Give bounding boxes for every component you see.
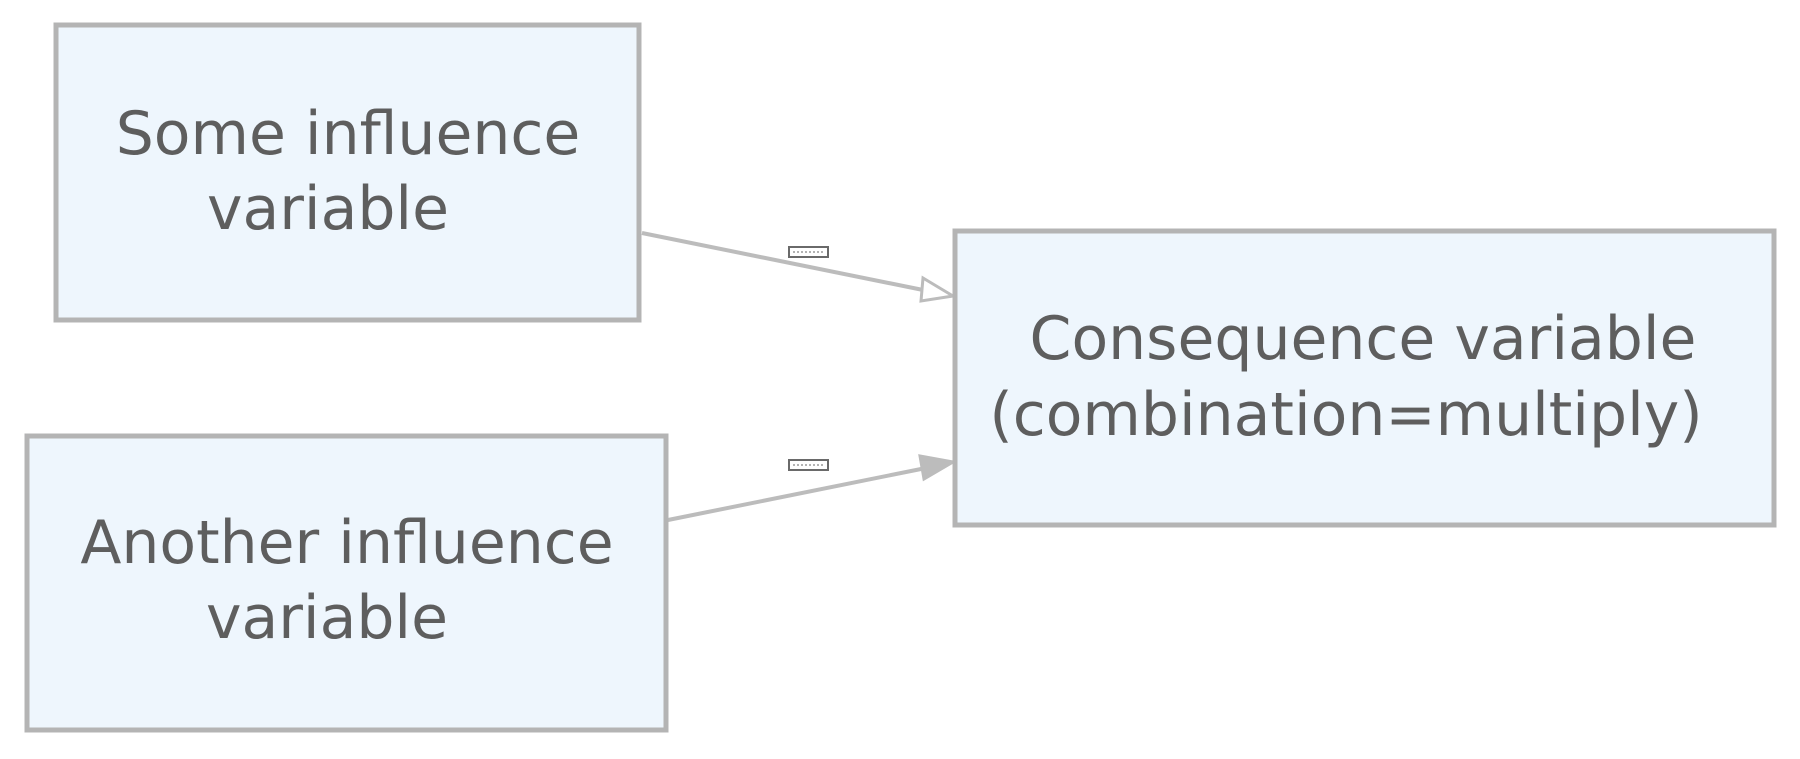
edge-another-influence-to-consequence [667,454,958,522]
edge-line [667,466,927,522]
node-label-line-1: Another influence [80,508,613,578]
node-some-influence-variable[interactable]: Some influence variable [53,22,642,323]
node-label-line-1: Consequence variable [1030,304,1697,374]
node-box [952,228,1777,528]
filled-arrowhead-icon [918,454,958,482]
edge-label-marker [788,246,829,258]
edge-line [641,231,929,293]
edge-some-influence-to-consequence [641,231,958,303]
node-box [24,433,669,733]
node-label-line-2: variable [206,583,448,653]
node-box [53,22,642,323]
node-another-influence-variable[interactable]: Another influence variable [24,433,669,733]
node-label-line-2: variable [207,174,449,244]
node-label-line-2: (combination=multiply) [989,380,1702,450]
node-consequence-variable[interactable]: Consequence variable (combination=multip… [952,228,1777,528]
node-label-line-1: Some influence [116,99,581,169]
edge-label-marker [788,459,829,471]
open-arrowhead-icon [919,275,958,303]
